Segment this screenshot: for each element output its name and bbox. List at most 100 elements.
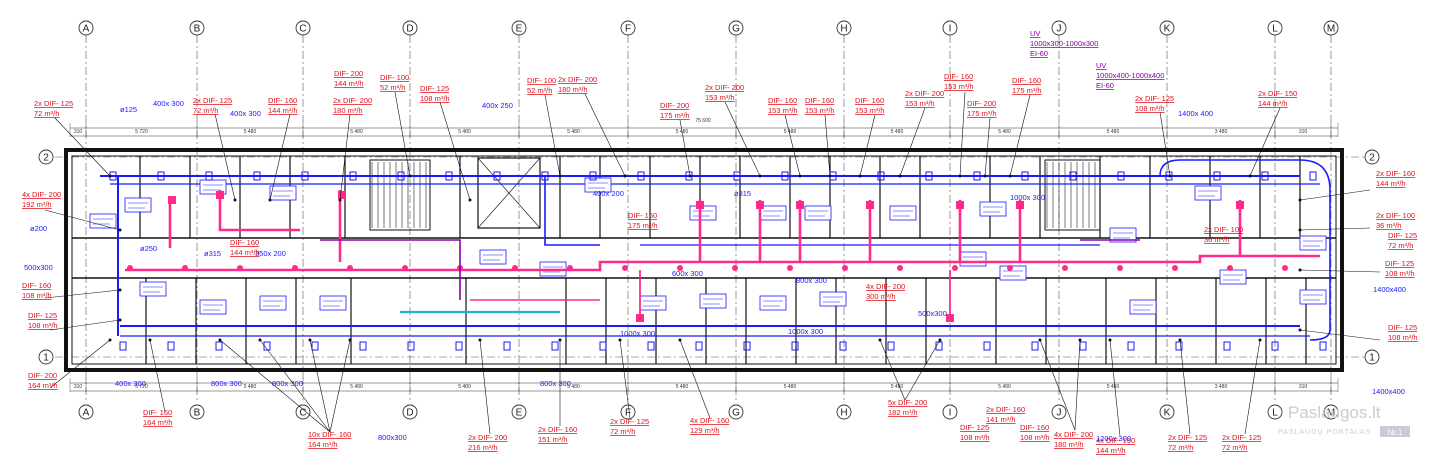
airflow-label-rate: 164 m³/h (28, 381, 58, 390)
leader-line (54, 117, 111, 177)
dimension-value: 310 (74, 129, 83, 135)
grid-bubble-1 (38, 349, 54, 365)
airflow-label-rate: 144 m³/h (230, 248, 260, 257)
exhaust-diffuser (237, 265, 243, 271)
supply-diffuser (925, 171, 933, 181)
airflow-box (699, 293, 727, 309)
supply-diffuser (1175, 341, 1183, 351)
leader-dot (938, 338, 942, 342)
grid-label-1: 1 (1369, 353, 1375, 364)
leader-line (44, 289, 121, 299)
airflow-label-rate: 153 m³/h (768, 106, 798, 115)
airflow-box (479, 249, 507, 265)
supply-diffuser (263, 341, 271, 351)
watermark-title: Paslaugos.lt (1288, 403, 1381, 422)
dimension-value: 5 480 (891, 384, 904, 390)
leader-line (149, 339, 166, 413)
exhaust-diffuser (1282, 265, 1288, 271)
leader-dot (258, 338, 262, 342)
leader-dot (828, 174, 832, 178)
supply-diffuser (167, 341, 175, 351)
exhaust-diffuser (842, 265, 848, 271)
total-dimension: 75 600 (695, 118, 711, 124)
dimension-value: 5 480 (1107, 129, 1120, 135)
airflow-box (1194, 185, 1222, 201)
airflow-label-type: 2x DIF- 200 (333, 96, 372, 105)
airflow-label-type: 4x DIF- 200 (1054, 430, 1093, 439)
duct-size-label: 1200x 300 (1096, 434, 1131, 443)
duct-size-label: 400x 300 (115, 379, 146, 388)
airflow-label-rate: 175 m³/h (1012, 86, 1042, 95)
airflow-label-type: DIF- 160 (22, 281, 51, 290)
leader-line (1249, 107, 1281, 177)
airflow-label-rate: 151 m³/h (538, 435, 568, 444)
grid-label-H: H (840, 408, 847, 419)
duct-size-label: 400x 300 (230, 109, 261, 118)
supply-diffuser (887, 341, 895, 351)
leader-dot (118, 288, 122, 292)
dimension-value: 5 480 (244, 384, 257, 390)
grid-bubble-H (836, 404, 852, 420)
leader-dot (308, 338, 312, 342)
airflow-label-type: DIF- 160 (768, 96, 797, 105)
exhaust-diffuser (292, 265, 298, 271)
exhaust-diffuser (168, 196, 176, 204)
duct-size-label: 1000x 300 (788, 327, 823, 336)
leader-dot (478, 338, 482, 342)
supply-diffuser (983, 341, 991, 351)
grid-bubble-B (189, 20, 205, 36)
grid-bubble-A (78, 20, 94, 36)
leader-lines (44, 91, 1381, 437)
airflow-label-type: 4x DIF- 160 (690, 416, 729, 425)
duct-size-label: ø250 (140, 244, 157, 253)
dimension-value: 310 (1299, 384, 1308, 390)
airflow-label-type: DIF- 125 (28, 311, 57, 320)
grid-bubble-L (1267, 20, 1283, 36)
exhaust-diffuser (1172, 265, 1178, 271)
duct-size-label: 800x 300 (211, 379, 242, 388)
airflow-label-rate: 72 m³/h (193, 106, 218, 115)
exhaust-diffuser (216, 191, 224, 199)
airflow-label-type: 2x DIF- 125 (610, 417, 649, 426)
airflow-label-type: 2x DIF- 200 (468, 433, 507, 442)
supply-diffuser (253, 171, 261, 181)
airflow-label-type: DIF- 160 (1020, 423, 1049, 432)
airflow-label-type: DIF- 160 (944, 72, 973, 81)
leader-dot (1258, 338, 1262, 342)
airflow-label-type: 4x DIF- 200 (22, 190, 61, 199)
watermark-badge: Nr.1 (1388, 428, 1403, 437)
leader-dot (468, 198, 472, 202)
airflow-label-rate: 153 m³/h (705, 93, 735, 102)
exhaust-diffuser (866, 201, 874, 209)
airflow-label-type: DIF- 160 (268, 96, 297, 105)
leader-dot (233, 198, 237, 202)
exhaust-diffuser (1236, 201, 1244, 209)
grid-bubble-I (942, 404, 958, 420)
grid-label-G: G (732, 408, 740, 419)
exhaust-diffuser (1062, 265, 1068, 271)
leader-line (784, 114, 801, 177)
special-ducts (320, 239, 1140, 314)
grid-label-A: A (83, 408, 90, 419)
grid-label-C: C (299, 24, 306, 35)
airflow-label-type: 2x DIF- 150 (1258, 89, 1297, 98)
leader-dot (1008, 174, 1012, 178)
airflow-label-type: 2x DIF- 125 (1222, 433, 1261, 442)
exhaust-diffuser (756, 201, 764, 209)
airflow-label-rate: 153 m³/h (905, 99, 935, 108)
grid-label-I: I (949, 24, 952, 35)
leader-dot (148, 338, 152, 342)
grid-bubble-H (836, 20, 852, 36)
grid-bubble-F (620, 20, 636, 36)
watermark-subtitle: PASLAUGŲ PORTALAS (1278, 429, 1371, 436)
supply-diffuser (781, 171, 789, 181)
leader-line (1109, 339, 1121, 437)
airflow-label-type: 2x DIF- 125 (193, 96, 232, 105)
leader-dot (858, 174, 862, 178)
leader-line (439, 101, 471, 201)
airflow-box (199, 299, 227, 315)
grid-label-K: K (1164, 24, 1171, 35)
duct-size-label: 1000x 300 (620, 329, 655, 338)
airflow-label-rate: 72 m³/h (1388, 241, 1413, 250)
grid-label-G: G (732, 24, 740, 35)
